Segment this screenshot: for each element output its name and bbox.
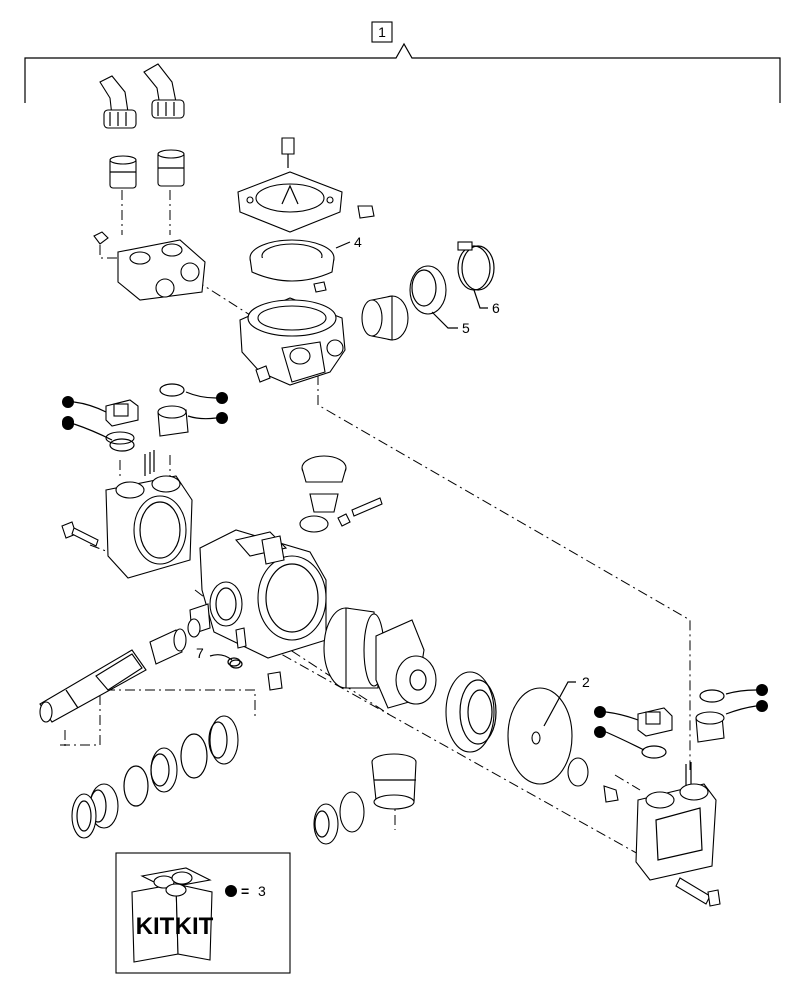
assembly-label: 1 <box>378 24 386 40</box>
kit-dot <box>216 412 228 424</box>
kit-markers-upper-left <box>62 391 228 441</box>
drain-plug <box>267 671 283 691</box>
piston-ring <box>445 671 497 753</box>
valve-right-lower-right <box>695 689 725 743</box>
kit-dot <box>756 684 768 696</box>
hose-clamp-6 <box>457 241 495 291</box>
manifold <box>93 231 206 301</box>
kit-markers-right <box>594 684 768 751</box>
diaphragm-bolt <box>603 785 619 803</box>
bearing-stack <box>71 715 239 839</box>
filter-ring-5 <box>409 265 447 315</box>
piston-sleeve <box>371 753 417 810</box>
valve-head-right <box>635 762 717 881</box>
air-valve <box>357 205 375 219</box>
kit-dot <box>594 706 606 718</box>
svg-text:2: 2 <box>582 674 590 690</box>
crankshaft <box>39 649 147 723</box>
legend-kit-number: 3 <box>258 883 266 899</box>
hose-elbow-left <box>99 75 137 129</box>
diaphragm-4 <box>249 239 335 282</box>
callout-6: 6 <box>473 289 500 316</box>
svg-text:7: 7 <box>196 645 204 661</box>
hose-elbow-right <box>143 63 185 119</box>
hose-adapter-left <box>109 155 137 189</box>
hose-adapter-right <box>157 149 185 187</box>
kit-dot <box>594 726 606 738</box>
kit-legend: KIT KIT = 3 <box>115 852 291 974</box>
valve-head-left <box>105 450 193 579</box>
svg-text:5: 5 <box>462 320 470 336</box>
kit-text-left: KIT <box>136 913 175 940</box>
diaphragm-2 <box>507 687 573 785</box>
legend-equals: = <box>241 883 249 899</box>
bushing <box>149 628 187 665</box>
oil-reservoir <box>299 455 383 533</box>
kit-dot <box>62 396 74 408</box>
kit-box-icon: KIT KIT <box>131 867 214 963</box>
valve-oring-left <box>109 438 135 452</box>
oring-7 <box>227 657 243 669</box>
svg-text:4: 4 <box>354 234 362 250</box>
shaft-seal <box>187 618 201 638</box>
svg-text:6: 6 <box>492 300 500 316</box>
head-bolt-right <box>675 877 721 907</box>
valve-right-lower-left <box>637 707 673 759</box>
filter-cup <box>361 295 409 341</box>
callout-7: 7 <box>196 645 233 661</box>
callout-5: 5 <box>431 311 470 336</box>
callout-4: 4 <box>335 234 362 250</box>
callout-2: 2 <box>543 674 590 727</box>
diaphragm-washer <box>567 757 589 787</box>
accumulator-cover <box>237 137 375 233</box>
kit-dot <box>756 700 768 712</box>
connecting-rod <box>375 619 437 709</box>
manifold-nut <box>93 231 109 245</box>
cam-ring <box>323 607 385 689</box>
valve-cap-left <box>105 399 139 445</box>
pump-body <box>189 529 327 659</box>
kit-dot <box>216 392 228 404</box>
valve-right-top <box>157 383 189 437</box>
assembly-label-box <box>371 21 393 43</box>
kit-dot <box>62 418 74 430</box>
head-bolt-left <box>61 521 99 547</box>
sleeve-bearings <box>313 791 365 845</box>
kit-dot <box>225 885 237 897</box>
upper-head-block <box>239 281 346 386</box>
assembly-bracket: 1 <box>24 21 781 103</box>
kit-text-right: KIT <box>175 913 214 940</box>
